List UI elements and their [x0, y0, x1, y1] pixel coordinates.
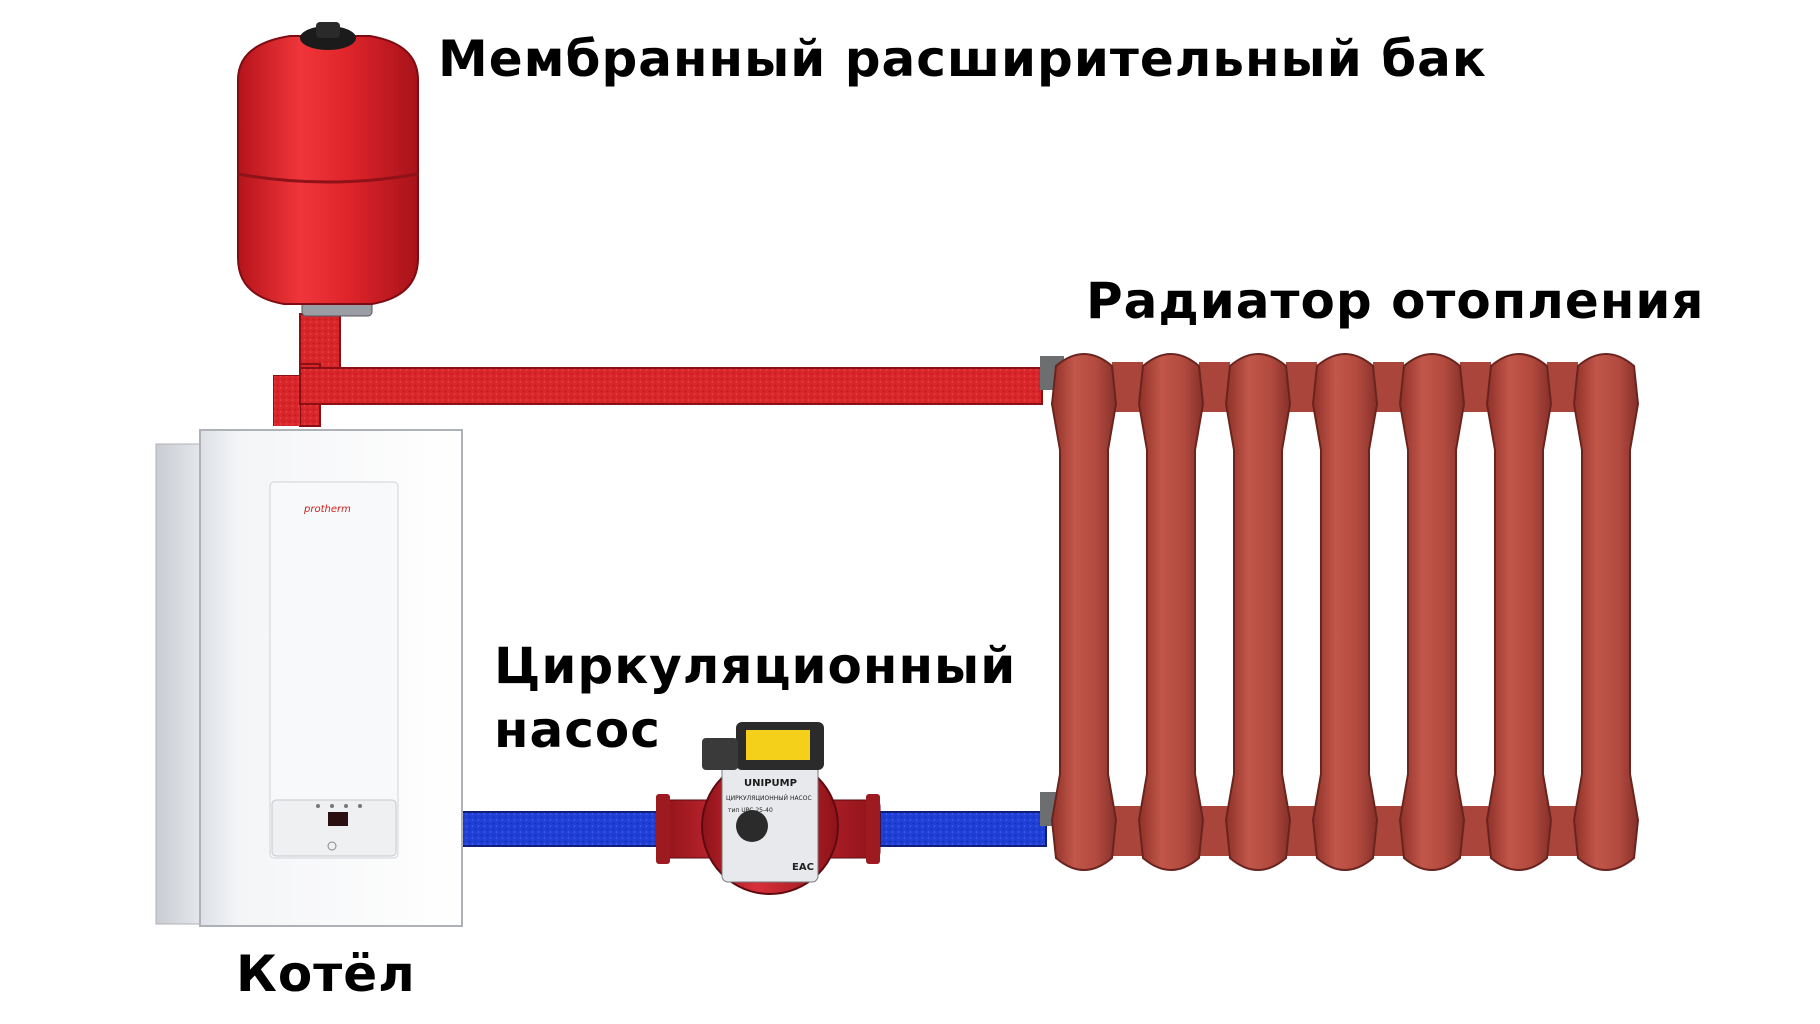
radiator-section — [1224, 353, 1292, 871]
boiler: protherm — [155, 429, 463, 927]
radiator-top-manifold — [1199, 362, 1230, 412]
pump-model: тип UPC 25-40 — [728, 807, 773, 814]
pump-label-line1: Циркуляционный — [494, 637, 1017, 695]
radiator-bottom-manifold — [1112, 806, 1143, 856]
radiator-bottom-manifold — [1199, 806, 1230, 856]
radiator-section — [1572, 353, 1640, 871]
supply-pipe — [273, 313, 1043, 427]
boiler-brand-logo: protherm — [303, 504, 351, 515]
radiator-top-manifold — [1547, 362, 1578, 412]
pump-brand: UNIPUMP — [744, 778, 797, 789]
radiator-bottom-manifold — [1286, 806, 1317, 856]
radiator-top-manifold — [1112, 362, 1143, 412]
pump-label-line2: насос — [494, 701, 661, 759]
radiator-bottom-manifold — [1547, 806, 1578, 856]
radiator-top-manifold — [1373, 362, 1404, 412]
circulation-pump: UNIPUMP ЦИРКУЛЯЦИОННЫЙ НАСОС тип UPC 25-… — [656, 722, 881, 895]
boiler-label: Котёл — [236, 945, 416, 1003]
radiator-section — [1050, 353, 1118, 871]
pump-title: ЦИРКУЛЯЦИОННЫЙ НАСОС — [726, 795, 812, 802]
return-pipe — [461, 811, 1047, 847]
radiator-label: Радиатор отопления — [1086, 272, 1705, 330]
radiator-section — [1137, 353, 1205, 871]
tank-label: Мембранный расширительный бак — [438, 30, 1487, 88]
pump-label: Циркуляционный насос — [494, 634, 1016, 762]
radiator-section — [1398, 353, 1466, 871]
expansion-tank — [237, 22, 419, 317]
radiator — [1040, 353, 1640, 871]
radiator-section — [1311, 353, 1379, 871]
radiator-top-manifold — [1460, 362, 1491, 412]
radiator-section — [1485, 353, 1553, 871]
radiator-bottom-manifold — [1373, 806, 1404, 856]
radiator-bottom-manifold — [1460, 806, 1491, 856]
radiator-top-manifold — [1286, 362, 1317, 412]
pump-eac-mark: EAC — [792, 862, 814, 873]
